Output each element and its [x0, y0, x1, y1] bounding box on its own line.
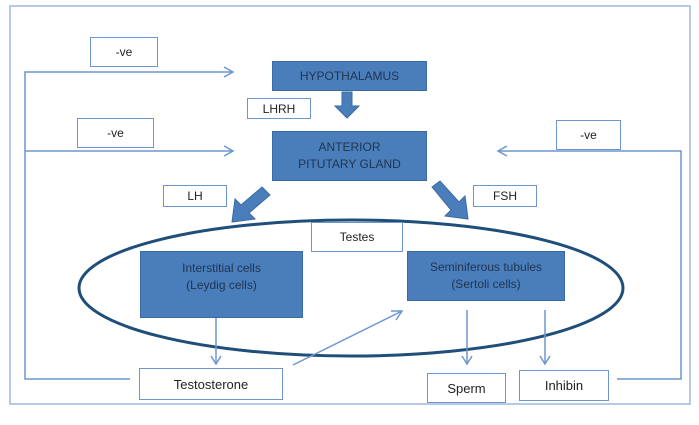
lh-block-arrow: [231, 186, 271, 223]
outer-frame: [9, 5, 691, 405]
arrowhead-inhibin: [539, 355, 551, 366]
fsh-label: FSH: [473, 185, 537, 207]
arrowhead-tubules: [391, 310, 404, 321]
testes-label: Testes: [311, 222, 403, 252]
lhrh-label: LHRH: [247, 98, 311, 119]
seminiferous-tubules-node: Seminiferous tubules (Sertoli cells): [407, 251, 565, 301]
anterior-pituitary-node: ANTERIOR PITUTARY GLAND: [272, 131, 427, 181]
inhibin-feedback-line: [498, 150, 682, 380]
lhrh-block-arrow: [333, 91, 361, 119]
feedback-arrowhead-right: [496, 145, 508, 157]
arrow-testosterone-to-tubules: [292, 310, 403, 366]
neg-feedback-label-right: -ve: [556, 120, 621, 150]
lh-label: LH: [163, 185, 227, 207]
feedback-arrowhead-top: [223, 66, 235, 78]
hypothalamus-node: HYPOTHALAMUS: [272, 61, 427, 91]
fsh-block-arrow: [431, 180, 469, 220]
testes-ellipse: [77, 218, 625, 358]
arrowhead-sperm: [461, 355, 473, 366]
testosterone-node: Testosterone: [139, 368, 283, 400]
feedback-arrowhead-mid: [223, 145, 235, 157]
arrowhead-testosterone: [210, 355, 222, 366]
neg-feedback-label-mid: -ve: [77, 118, 154, 148]
inhibin-node: Inhibin: [519, 370, 609, 401]
sperm-node: Sperm: [427, 373, 506, 403]
testosterone-feedback-line: [24, 71, 233, 380]
neg-feedback-label-top: -ve: [90, 37, 158, 67]
interstitial-cells-node: Interstitial cells (Leydig cells): [140, 251, 303, 318]
